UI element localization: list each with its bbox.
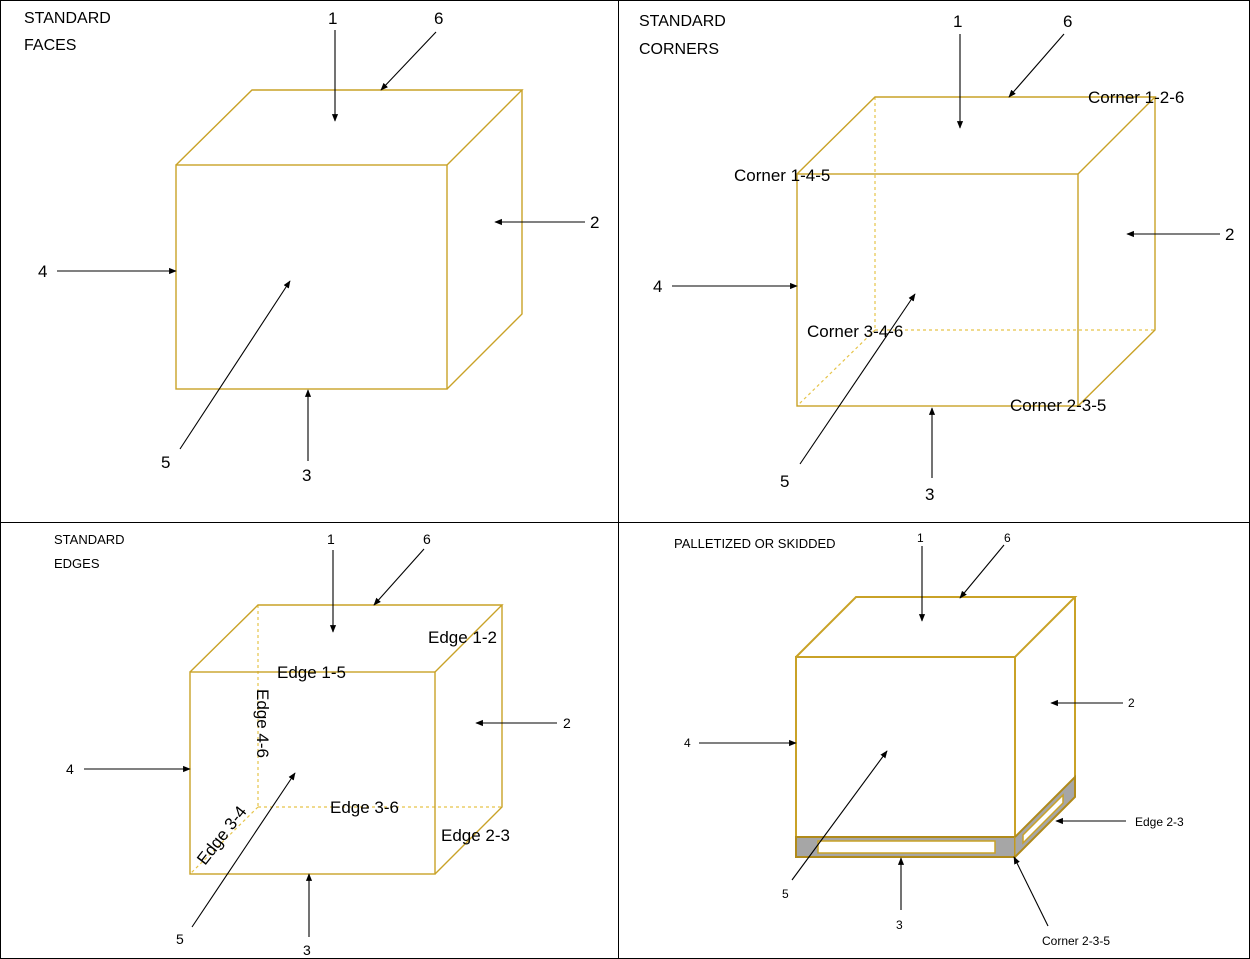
palletized-label-3: 3 [896, 918, 903, 932]
faces-label-3: 3 [302, 466, 311, 485]
panel-standard-edges: STANDARD EDGES 1 6 2 4 5 3 Edge 1-2 Edge… [54, 531, 571, 958]
edges-arrow-6 [373, 548, 425, 606]
corner-1-2-6-label: Corner 1-2-6 [1088, 88, 1184, 107]
edge-3-4-label: Edge 3-4 [193, 802, 250, 868]
edges-title-line1: STANDARD [54, 532, 125, 547]
faces-title-line1: STANDARD [24, 10, 111, 27]
corner-3-4-6-label: Corner 3-4-6 [807, 322, 903, 341]
faces-label-4: 4 [38, 262, 47, 281]
palletized-edge-2-3-label: Edge 2-3 [1135, 815, 1184, 829]
edges-label-5: 5 [176, 931, 184, 947]
faces-label-2: 2 [590, 213, 599, 232]
edge-1-2-label: Edge 1-2 [428, 628, 497, 647]
corners-label-5: 5 [780, 472, 789, 491]
faces-label-5: 5 [161, 453, 170, 472]
edges-title-line2: EDGES [54, 556, 100, 571]
palletized-label-6: 6 [1004, 531, 1011, 545]
palletized-label-2: 2 [1128, 696, 1135, 710]
corners-label-2: 2 [1225, 225, 1234, 244]
edge-1-5-label: Edge 1-5 [277, 663, 346, 682]
edge-3-6-label: Edge 3-6 [330, 798, 399, 817]
faces-label-6: 6 [434, 9, 443, 28]
palletized-label-4: 4 [684, 736, 691, 750]
palletized-arrow-5 [791, 750, 888, 881]
corners-box [796, 96, 1157, 407]
corners-label-1: 1 [953, 12, 962, 31]
corners-title-line2: CORNERS [639, 41, 719, 58]
corners-label-3: 3 [925, 485, 934, 504]
corners-label-4: 4 [653, 277, 662, 296]
edge-2-3-label: Edge 2-3 [441, 826, 510, 845]
edges-label-6: 6 [423, 531, 431, 547]
edges-label-1: 1 [327, 531, 335, 547]
palletized-box [795, 596, 1078, 838]
palletized-arrow-corner-2-3-5 [1013, 856, 1049, 927]
corners-arrow-5 [799, 293, 916, 465]
edge-4-6-label: Edge 4-6 [253, 689, 272, 758]
corners-arrow-6 [1008, 33, 1065, 98]
panel-standard-faces: STANDARD FACES 1 6 2 4 5 3 [24, 9, 599, 485]
edges-label-3: 3 [303, 942, 311, 958]
panel-palletized: PALLETIZED OR SKIDDED 1 6 2 4 5 3 Edge 2… [674, 531, 1184, 948]
edges-arrow-5 [191, 772, 296, 928]
faces-arrow-5 [179, 280, 291, 450]
palletized-corner-2-3-5-label: Corner 2-3-5 [1042, 934, 1110, 948]
corners-label-6: 6 [1063, 12, 1072, 31]
palletized-label-1: 1 [917, 531, 924, 545]
palletized-title: PALLETIZED OR SKIDDED [674, 536, 836, 551]
corners-title-line1: STANDARD [639, 13, 726, 30]
panel-standard-corners: STANDARD CORNERS 1 6 2 4 5 3 Corner 1-2-… [639, 12, 1234, 504]
edges-label-2: 2 [563, 715, 571, 731]
faces-label-1: 1 [328, 9, 337, 28]
faces-title-line2: FACES [24, 37, 76, 54]
faces-box [175, 89, 524, 390]
faces-arrow-6 [380, 31, 437, 91]
pallet-skid [795, 774, 1076, 859]
palletized-arrow-6 [959, 544, 1005, 599]
edges-label-4: 4 [66, 761, 74, 777]
palletized-label-5: 5 [782, 887, 789, 901]
corner-1-4-5-label: Corner 1-4-5 [734, 166, 830, 185]
corner-2-3-5-label: Corner 2-3-5 [1010, 396, 1106, 415]
